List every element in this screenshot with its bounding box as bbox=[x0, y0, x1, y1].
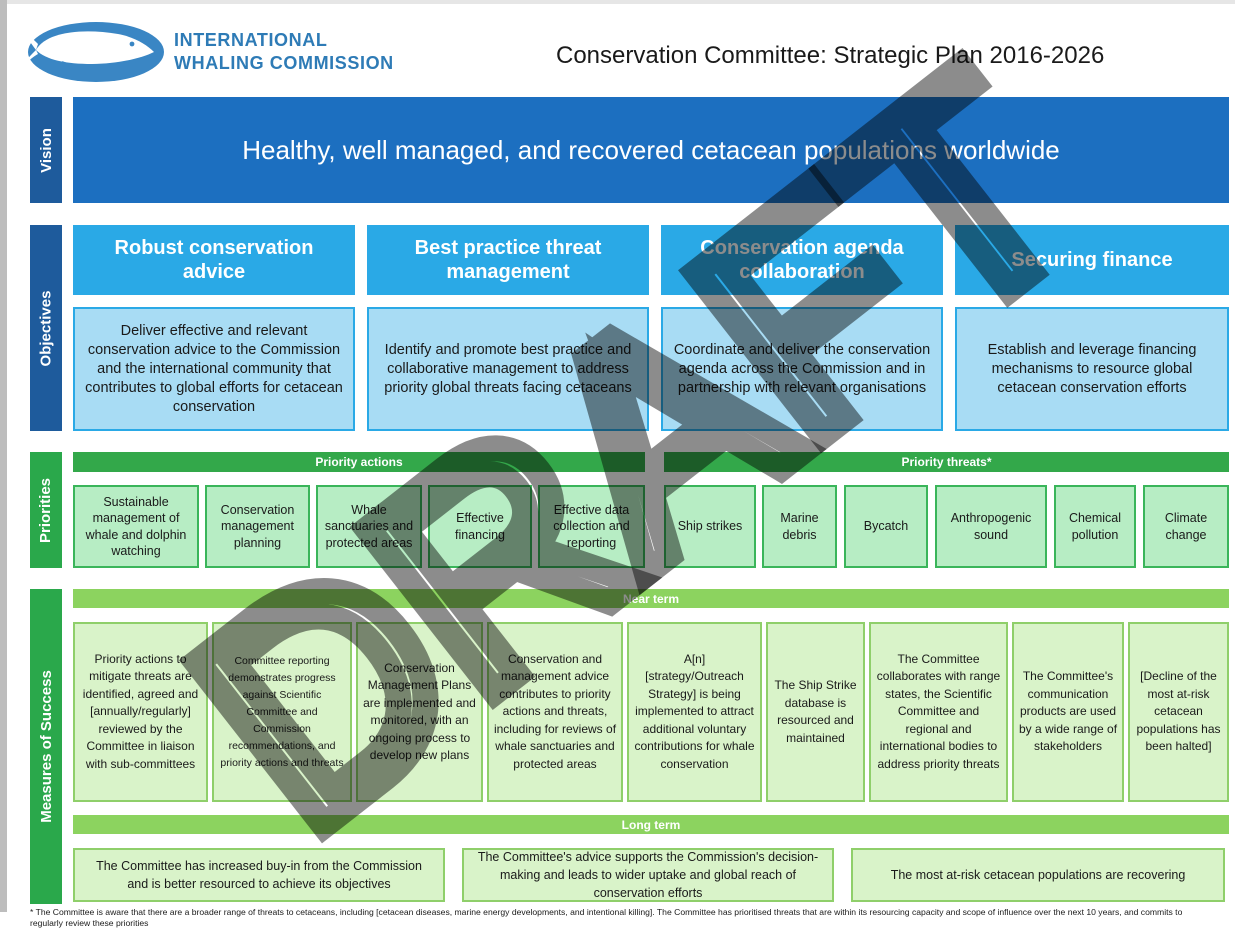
objectives-label-text: Objectives bbox=[37, 290, 55, 366]
priority-action-item: Sustainable management of whale and dolp… bbox=[73, 485, 199, 568]
org-name-line2: WHALING COMMISSION bbox=[174, 53, 394, 73]
priority-action-item: Effective data collection and reporting bbox=[538, 485, 645, 568]
objective-4-title: Securing finance bbox=[955, 225, 1229, 295]
priority-action-item: Conservation management planning bbox=[205, 485, 310, 568]
priority-threats-header: Priority threats* bbox=[664, 452, 1229, 472]
priority-threat-item: Marine debris bbox=[762, 485, 837, 568]
priority-threat-item: Bycatch bbox=[844, 485, 928, 568]
measures-label-text: Measures of Success bbox=[37, 670, 55, 823]
objective-1-title: Robust conservation advice bbox=[73, 225, 355, 295]
objective-2-title: Best practice threat management bbox=[367, 225, 649, 295]
priority-threat-item: Anthropogenic sound bbox=[935, 485, 1047, 568]
top-rule bbox=[0, 0, 1235, 4]
left-rule bbox=[0, 0, 7, 912]
objective-3-title: Conservation agenda collaboration bbox=[661, 225, 943, 295]
vision-statement: Healthy, well managed, and recovered cet… bbox=[73, 97, 1229, 203]
near-term-measure: The Committee collaborates with range st… bbox=[869, 622, 1008, 802]
near-term-measure: Committee reporting demonstrates progres… bbox=[212, 622, 352, 802]
long-term-measure: The Committee's advice supports the Comm… bbox=[462, 848, 834, 902]
objective-4-text: Establish and leverage financing mechani… bbox=[955, 307, 1229, 431]
priority-threat-item: Ship strikes bbox=[664, 485, 756, 568]
near-term-header: Near term bbox=[73, 589, 1229, 608]
priorities-label: Priorities bbox=[30, 452, 62, 568]
objective-3-text: Coordinate and deliver the conservation … bbox=[661, 307, 943, 431]
near-term-measure: [Decline of the most at-risk cetacean po… bbox=[1128, 622, 1229, 802]
org-name-line1: INTERNATIONAL bbox=[174, 30, 328, 50]
objective-1-text: Deliver effective and relevant conservat… bbox=[73, 307, 355, 431]
priority-action-item: Effective financing bbox=[428, 485, 532, 568]
near-term-measure: Priority actions to mitigate threats are… bbox=[73, 622, 208, 802]
whale-logo-icon bbox=[22, 14, 170, 84]
long-term-measure: The Committee has increased buy-in from … bbox=[73, 848, 445, 902]
objective-2-text: Identify and promote best practice and c… bbox=[367, 307, 649, 431]
long-term-header: Long term bbox=[73, 815, 1229, 834]
footnote: * The Committee is aware that there are … bbox=[30, 907, 1183, 928]
near-term-measure: Conservation and management advice contr… bbox=[487, 622, 623, 802]
priority-threat-item: Climate change bbox=[1143, 485, 1229, 568]
measures-label: Measures of Success bbox=[30, 589, 62, 904]
near-term-measure: A[n] [strategy/Outreach Strategy] is bei… bbox=[627, 622, 762, 802]
priority-actions-header: Priority actions bbox=[73, 452, 645, 472]
vision-label-text: Vision bbox=[37, 127, 55, 173]
page-title: Conservation Committee: Strategic Plan 2… bbox=[556, 42, 1105, 69]
vision-label: Vision bbox=[30, 97, 62, 203]
near-term-measure: The Ship Strike database is resourced an… bbox=[766, 622, 865, 802]
priority-action-item: Whale sanctuaries and protected areas bbox=[316, 485, 422, 568]
near-term-measure: Conservation Management Plans are implem… bbox=[356, 622, 483, 802]
near-term-measure: The Committee's communication products a… bbox=[1012, 622, 1124, 802]
priorities-label-text: Priorities bbox=[37, 477, 55, 543]
objectives-label: Objectives bbox=[30, 225, 62, 431]
priority-threat-item: Chemical pollution bbox=[1054, 485, 1136, 568]
long-term-measure: The most at-risk cetacean populations ar… bbox=[851, 848, 1225, 902]
